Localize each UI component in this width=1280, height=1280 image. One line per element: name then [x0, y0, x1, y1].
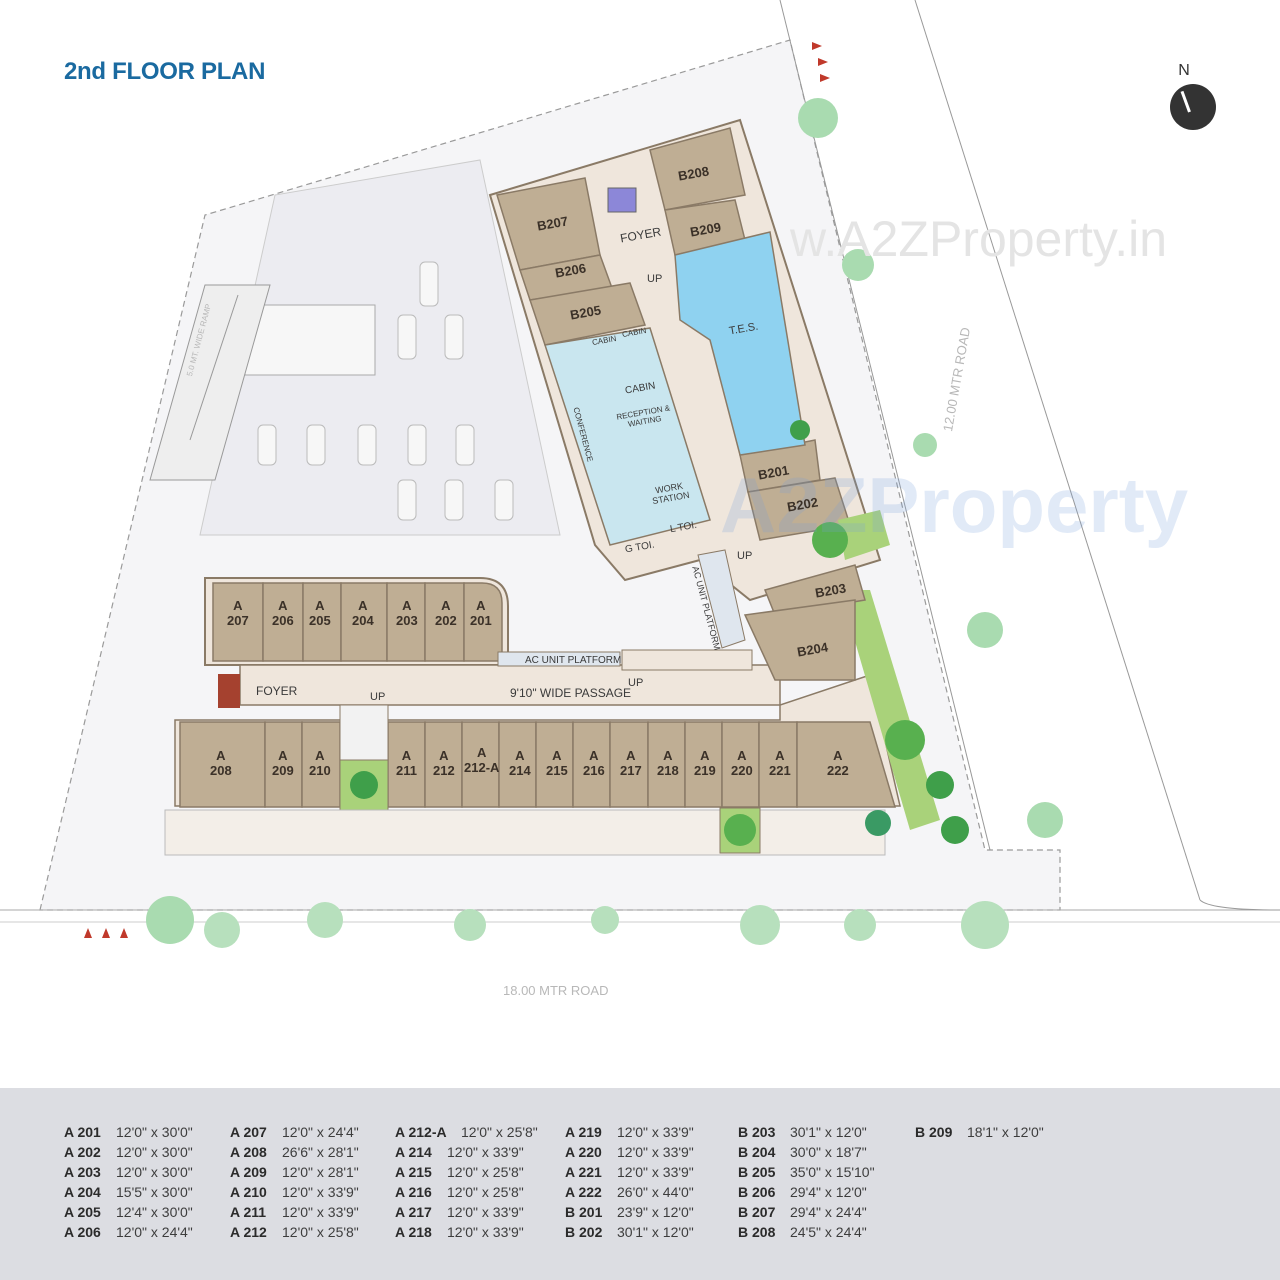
- north-compass: N: [1170, 62, 1218, 132]
- compass-label: N: [1178, 62, 1190, 79]
- watermark-brand: A2ZProperty: [720, 461, 1189, 549]
- block-a-ac-platform-label: AC UNIT PLATFORM: [525, 655, 622, 666]
- page-title: 2nd FLOOR PLAN: [64, 58, 266, 85]
- block-b-up-label-2: UP: [737, 550, 753, 562]
- block-a-up-label: UP: [370, 691, 386, 703]
- compass-disc-icon: [1170, 84, 1216, 130]
- passage-label: 9'10" WIDE PASSAGE: [510, 686, 632, 700]
- floor-plan-drawing: [0, 0, 1280, 949]
- block-a-foyer-label: FOYER: [256, 684, 298, 698]
- road-label-south: 18.00 MTR ROAD: [503, 983, 609, 998]
- watermark-url: w.A2ZProperty.in: [790, 211, 1168, 267]
- floor-plan: w.A2ZProperty.in A2ZProperty 2nd FLOOR P…: [0, 0, 1280, 998]
- block-a-up-label-2: UP: [628, 677, 644, 689]
- block-b-up-label: UP: [647, 273, 663, 285]
